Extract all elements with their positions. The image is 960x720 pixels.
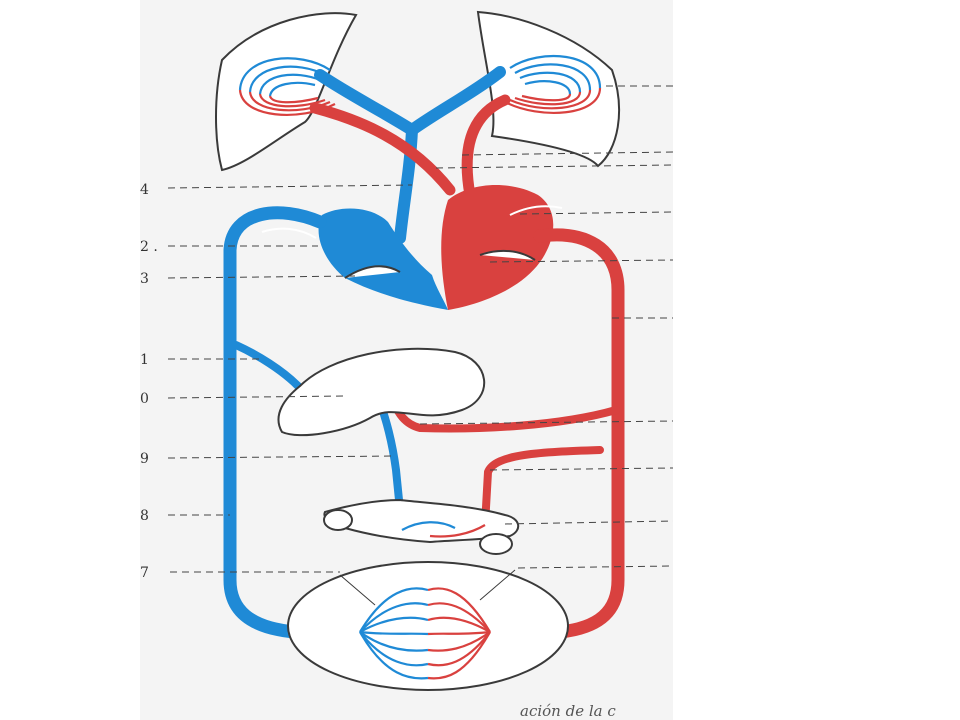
systemic-arteries: [389, 228, 625, 639]
label-1: 1: [140, 352, 149, 368]
systemic-capillaries: [339, 569, 516, 680]
leader-lines-right: [419, 85, 674, 569]
body-tissue-circle: [287, 561, 569, 691]
left-heart-arterial: [441, 184, 554, 310]
label-3: 3: [140, 271, 149, 287]
label-2: 2 .: [140, 239, 158, 255]
right-heart-venous: [318, 208, 448, 310]
leader-lines-left: [167, 184, 413, 573]
label-7: 7: [140, 565, 149, 581]
liver: [277, 347, 486, 437]
right-lung-capillaries: [504, 54, 602, 114]
label-4: 4: [140, 182, 149, 198]
pulmonary-artery: [314, 66, 506, 244]
label-0: 0: [140, 391, 149, 407]
heart: [261, 184, 563, 310]
lungs: [215, 10, 621, 172]
number-labels: 4 2 . 3 1 0 9 8 7: [140, 182, 158, 581]
label-9: 9: [140, 451, 149, 467]
left-lung: [215, 12, 358, 172]
pulmonary-veins: [309, 94, 511, 201]
label-8: 8: [140, 508, 149, 524]
figure-caption: ación de la c: [520, 702, 616, 720]
intestine: [323, 498, 520, 555]
